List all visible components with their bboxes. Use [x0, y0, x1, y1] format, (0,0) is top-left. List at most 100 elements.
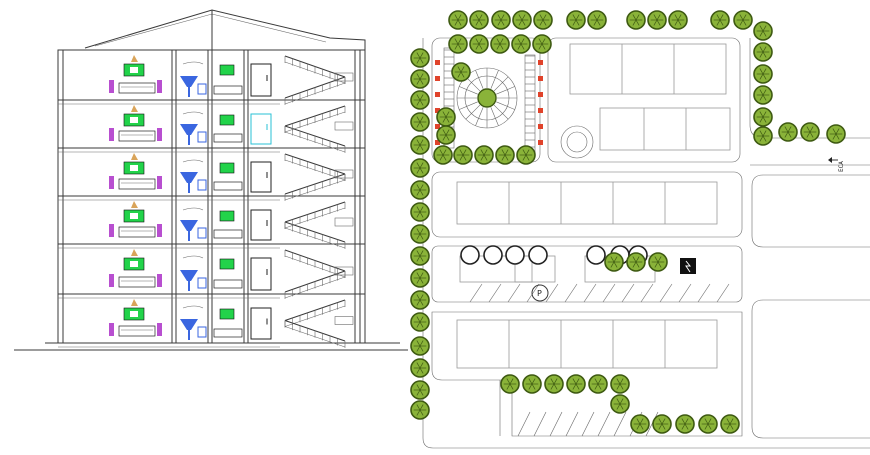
fountain-ray [496, 101, 515, 110]
tree-branch [460, 66, 465, 73]
bathtub [213, 133, 243, 143]
tree-branch [483, 154, 488, 161]
tree [753, 64, 773, 84]
tree-branch [762, 135, 767, 142]
tree-branch [445, 129, 450, 136]
tree-branch [419, 139, 424, 146]
tree-branch [416, 78, 421, 85]
side-lamp-icon [109, 176, 114, 189]
roof-inner [94, 13, 327, 47]
tree-branch [475, 38, 480, 45]
side-lamp-icon [109, 80, 114, 93]
block-top [547, 37, 741, 163]
door [250, 113, 272, 145]
side-lamp-icon [109, 128, 114, 141]
tree-branch [616, 378, 621, 385]
tree-branch [632, 256, 637, 263]
tree-branch [504, 154, 509, 161]
tree-branch [419, 367, 424, 374]
mirror-icon [182, 305, 204, 309]
tree-branch [653, 14, 658, 21]
toilet-icon [197, 179, 207, 191]
tree-branch [762, 130, 767, 137]
tree-branch [542, 19, 547, 26]
tree [566, 374, 586, 394]
tree-branch [416, 189, 421, 196]
tree-branch [806, 131, 811, 138]
tree-branch [419, 321, 424, 328]
tree-branch [656, 14, 661, 21]
toilet-icon [197, 277, 207, 289]
tree-branch [478, 38, 483, 45]
tree-branch [445, 134, 450, 141]
tree-branch [528, 383, 533, 390]
tree-branch [419, 167, 424, 174]
tree-branch [419, 99, 424, 106]
door [250, 257, 272, 291]
tree-branch [521, 14, 526, 21]
tree-branch [475, 19, 480, 26]
door [250, 161, 272, 193]
door [250, 209, 272, 241]
tree-branch [419, 78, 424, 85]
tree-branch [635, 14, 640, 21]
tree-branch [610, 256, 615, 263]
tree-branch [677, 19, 682, 26]
tree-branch [419, 299, 424, 306]
tree-branch [419, 255, 424, 262]
tree-branch [653, 19, 658, 26]
tree-branch [661, 423, 666, 430]
tree-branch [500, 19, 505, 26]
fountain-ray [465, 104, 481, 120]
tree-branch [416, 99, 421, 106]
tree-branch [501, 149, 506, 156]
tree-branch [500, 14, 505, 21]
parking-stall [507, 283, 521, 303]
sink-stand [188, 87, 190, 97]
fountain-center-tree [477, 88, 497, 108]
tree-branch [739, 19, 744, 26]
tree [410, 158, 430, 178]
tree [410, 180, 430, 200]
parking-stall [526, 283, 540, 303]
parking-stall [697, 283, 711, 303]
light-marker [435, 108, 440, 113]
tree-branch [475, 14, 480, 21]
tree-branch [416, 167, 421, 174]
lamp-icon [131, 153, 138, 160]
tree [566, 10, 586, 30]
tree [533, 10, 553, 30]
sink-stand [188, 281, 190, 291]
tree-branch [762, 46, 767, 53]
tree-branch [619, 403, 624, 410]
tree-branch [419, 116, 424, 123]
tree-branch [416, 144, 421, 151]
side-lamp-icon [109, 224, 114, 237]
tree-branch [729, 418, 734, 425]
tree [453, 145, 473, 165]
site-boundary [422, 38, 870, 449]
tree-branch [454, 43, 459, 50]
tree-branch [416, 409, 421, 416]
tree-branch [553, 378, 558, 385]
light-marker [538, 124, 543, 129]
tree-branch [538, 43, 543, 50]
tree [410, 380, 430, 400]
tree-branch [459, 154, 464, 161]
tree-branch [593, 19, 598, 26]
parking-stall [640, 283, 654, 303]
tree-branch [809, 131, 814, 138]
light-marker [435, 60, 440, 65]
tree-branch [759, 130, 764, 137]
building-b [599, 107, 731, 151]
tree [610, 374, 630, 394]
fountain-ray [490, 107, 499, 126]
tree-branch [457, 43, 462, 50]
bed [118, 130, 156, 142]
road-block-2 [751, 299, 870, 439]
parking-stall [549, 411, 563, 437]
sink-icon [180, 124, 198, 135]
tree-branch [462, 149, 467, 156]
tree-branch [632, 261, 637, 268]
